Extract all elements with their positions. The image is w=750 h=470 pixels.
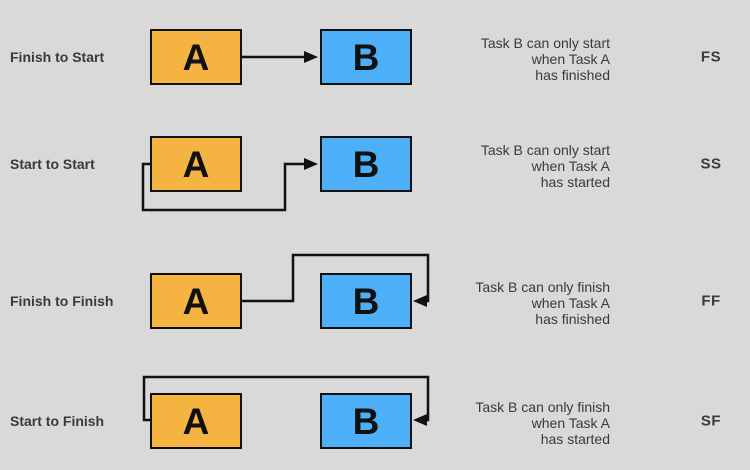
task-a-letter: A: [182, 36, 210, 78]
description-text: Task B can only start when Task A has st…: [425, 142, 610, 190]
dependency-row-finish-to-finish: Finish to Finish A B Task B can only fin…: [0, 273, 750, 329]
task-b-box: B: [320, 273, 412, 329]
task-a-box: A: [150, 29, 242, 85]
task-b-box: B: [320, 393, 412, 449]
relationship-code: FF: [701, 292, 721, 310]
dependency-row-start-to-start: Start to Start A B Task B can only start…: [0, 136, 750, 192]
task-b-letter: B: [352, 36, 380, 78]
description-line: Task B can only start: [480, 35, 610, 51]
task-a-letter: A: [182, 143, 210, 185]
description-line: has finished: [535, 311, 610, 327]
description-line: when Task A: [531, 51, 610, 67]
task-b-letter: B: [352, 400, 380, 442]
task-b-letter: B: [352, 143, 380, 185]
task-b-box: B: [320, 136, 412, 192]
dependency-row-finish-to-start: Finish to Start A B Task B can only star…: [0, 29, 750, 85]
row-label: Start to Finish: [10, 413, 105, 429]
relationship-code: SF: [700, 412, 722, 430]
description-line: when Task A: [531, 415, 610, 431]
description-line: when Task A: [531, 158, 610, 174]
description-line: Task B can only finish: [475, 399, 610, 415]
task-a-letter: A: [182, 280, 210, 322]
row-label: Start to Start: [10, 156, 95, 172]
task-a-box: A: [150, 393, 242, 449]
task-b-letter: B: [352, 280, 380, 322]
task-b-box: B: [320, 29, 412, 85]
row-label: Finish to Finish: [10, 293, 114, 309]
description-line: has finished: [535, 67, 610, 83]
description-line: has started: [540, 174, 610, 190]
task-a-box: A: [150, 136, 242, 192]
dependency-row-start-to-finish: Start to Finish A B Task B can only fini…: [0, 393, 750, 449]
relationship-code: SS: [700, 155, 722, 173]
description-text: Task B can only finish when Task A has f…: [425, 279, 610, 327]
task-a-letter: A: [182, 400, 210, 442]
row-label: Finish to Start: [10, 49, 105, 65]
description-line: has started: [540, 431, 610, 447]
description-text: Task B can only finish when Task A has s…: [425, 399, 610, 447]
task-a-box: A: [150, 273, 242, 329]
description-line: Task B can only finish: [475, 279, 610, 295]
relationship-code: FS: [700, 48, 722, 66]
description-text: Task B can only start when Task A has fi…: [425, 35, 610, 83]
description-line: when Task A: [531, 295, 610, 311]
description-line: Task B can only start: [480, 142, 610, 158]
